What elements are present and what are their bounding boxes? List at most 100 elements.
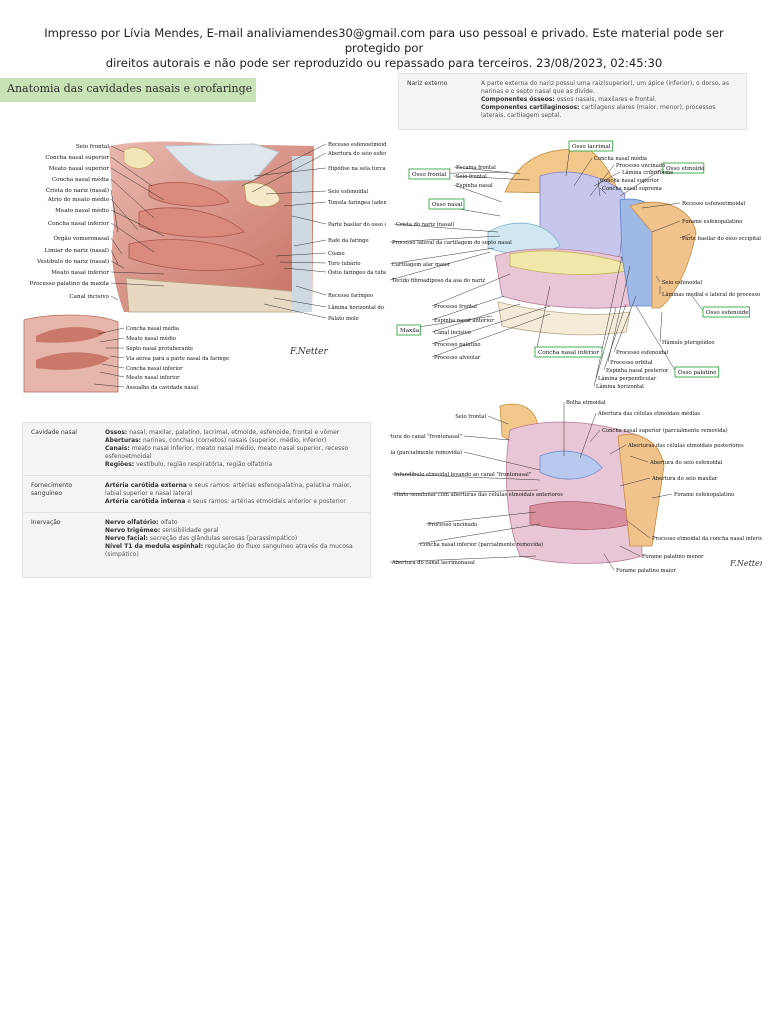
leader-line	[651, 493, 673, 499]
figure-label: Lâmina horizontal	[596, 383, 644, 390]
figure-label: Osso etmoide	[666, 166, 705, 172]
figure-label: Parte basilar do osso occipital	[682, 236, 761, 242]
nariz-text-2: Componentes ósseos: ossos nasais, maxila…	[481, 96, 657, 103]
figure-label: Via aérea para a parte nasal da faringe	[125, 355, 229, 362]
figure-label: Forame esfenopalatino	[674, 492, 734, 498]
figure-label: Concha nasal inferior (parcialmente remo…	[420, 541, 543, 548]
inferior-concha-shape	[128, 239, 265, 271]
leader-line	[390, 247, 495, 265]
leader-line	[453, 184, 503, 203]
leader-line	[619, 167, 665, 197]
netter-signature: F.Netter	[289, 347, 328, 357]
nariz-text-3: Componentes cartilaginosos: cartilagens …	[481, 104, 716, 119]
leader-line	[593, 307, 617, 387]
leader-line	[691, 295, 705, 313]
figure-label: Órgão vomeronasal	[54, 234, 110, 242]
leader-line	[393, 223, 499, 233]
leader-line	[417, 523, 541, 545]
figure-label: Processo uncinado	[616, 163, 665, 169]
figure-label: Abertura do seio esfenoidal	[327, 151, 386, 157]
leader-line	[487, 415, 509, 425]
table-row-fornecimento: Fornecimento sanguíneo Artéria carótida …	[23, 475, 370, 512]
leader-line	[110, 209, 165, 237]
figure-label: Seio frontal	[456, 174, 487, 180]
leader-line	[265, 190, 327, 195]
leader-line	[589, 429, 601, 443]
leader-line	[463, 435, 511, 441]
figure-label: Crista do nariz (nasal)	[46, 187, 109, 194]
label-box	[428, 198, 465, 210]
figure-label: Osso lacrimal	[572, 144, 611, 150]
figure-label: Concha nasal inferior	[126, 366, 183, 372]
figure-label: Processo alveolar	[434, 355, 481, 361]
label-box	[408, 168, 451, 180]
pharynx-wall-shape	[292, 156, 312, 312]
leader-line	[453, 166, 521, 175]
leader-line	[651, 220, 681, 233]
nariz-externo-row: Nariz externo A parte externa do nariz p…	[399, 74, 746, 126]
figure-label: Osso palatino	[678, 370, 717, 376]
leader-line	[99, 337, 125, 343]
sphenoid-bone-shape	[629, 201, 697, 309]
leader-line	[535, 285, 551, 353]
row-value: Artéria carótida externa e seus ramos: a…	[105, 482, 352, 505]
figure-label: Lâmina cribriforme	[622, 169, 673, 176]
figure-label: Concha nasal média	[126, 325, 179, 332]
leader-line	[109, 355, 125, 359]
leader-line	[110, 178, 155, 219]
figure-label: Canal incisivo	[434, 330, 471, 336]
leader-line	[635, 305, 677, 373]
nariz-externo-box: Nariz externo A parte externa do nariz p…	[398, 73, 747, 130]
leader-line	[110, 145, 125, 153]
figure-label: Espinha nasal anterior	[434, 318, 494, 324]
label-box	[662, 162, 705, 174]
figure-label: Bolha etmoidal	[566, 400, 606, 406]
figure-label: Lâminas medial e lateral do processo pte…	[662, 291, 762, 298]
figure-label: Tonsila faríngea (adenoide, se aumentada…	[328, 199, 386, 206]
leader-line	[241, 143, 327, 187]
figure-label: Seio frontal	[455, 414, 486, 420]
figure-label: Limiar do nariz (nasal)	[44, 247, 109, 254]
figure-label: Osso esfenoide	[706, 310, 749, 316]
leader-line	[110, 260, 125, 269]
leader-line	[609, 444, 627, 455]
leader-line	[453, 175, 531, 181]
figure-label: Cartilagem alar maior	[392, 262, 451, 268]
watermark-line-1: Impresso por Lívia Mendes, E-mail analiv…	[44, 26, 724, 55]
watermark-line-2: direitos autorais e não pode ser reprodu…	[105, 56, 663, 70]
row-value: Nervo olfatório: olfato Nervo trigêmeo: …	[105, 519, 353, 558]
ethmoid-bulla-shape	[539, 450, 603, 480]
leader-line	[110, 237, 123, 255]
figure-label: Concha nasal inferior	[48, 221, 109, 227]
leader-line	[391, 489, 539, 495]
figure-label: Concha nasal média (parcialmente removid…	[390, 449, 462, 456]
leader-line	[431, 273, 511, 307]
label-box	[674, 366, 720, 378]
figure-label: Toro tubário	[328, 260, 361, 267]
leader-line	[110, 156, 153, 187]
leader-line	[431, 305, 551, 345]
leader-line	[573, 157, 593, 187]
figure-label: Concha nasal inferior	[538, 350, 599, 356]
figure-label: Abertura do seio maxilar	[651, 476, 718, 482]
leader-line	[293, 239, 327, 247]
figure-label: Concha nasal superior	[600, 178, 660, 184]
leader-line	[275, 252, 327, 257]
leader-line	[110, 167, 165, 201]
figure-label: Processo esfenoidal	[616, 350, 668, 356]
figure-label: Processo etmoidal da concha nasal inferi…	[652, 536, 762, 542]
leader-line	[463, 451, 541, 471]
figure-label: Infundíbulo etmoidal levando ao canal "f…	[394, 471, 531, 478]
inset-concha-shape	[36, 327, 106, 343]
figure-label: Óstio faríngeo da tuba auditiva	[328, 268, 386, 276]
figure-label: Concha nasal média	[594, 155, 647, 162]
leader-line	[295, 285, 327, 296]
leader-line	[110, 249, 119, 265]
figure-label: Forame esfenopalatino	[682, 219, 742, 225]
leader-line	[283, 267, 327, 273]
